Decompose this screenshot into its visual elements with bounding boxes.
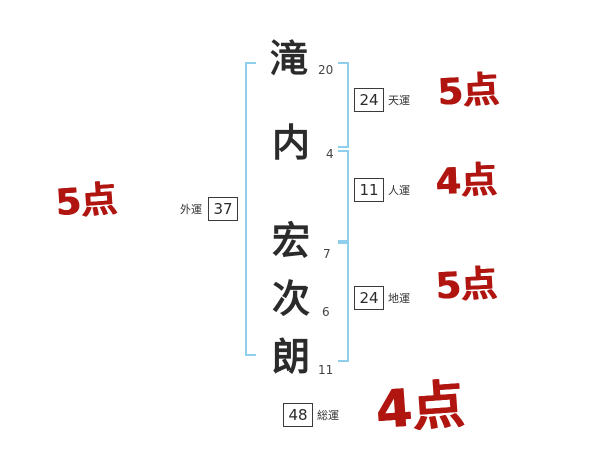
gaiun-score: 5点 xyxy=(54,178,119,225)
chiun-value: 24 xyxy=(354,286,384,310)
stroke-count-2: 4 xyxy=(326,147,334,161)
name-char-5: 朗 xyxy=(272,335,311,379)
chiun-bracket xyxy=(338,242,349,362)
gaiun-label: 外運 xyxy=(180,203,202,216)
jinun-label: 人運 xyxy=(388,184,410,197)
tenun-bracket xyxy=(338,62,349,148)
name-char-2: 内 xyxy=(272,121,311,165)
souun-label: 総運 xyxy=(317,409,339,422)
name-char-4: 次 xyxy=(272,277,311,321)
jinun-bracket xyxy=(338,150,349,242)
name-char-1: 滝 xyxy=(270,37,309,81)
souun-score: 4点 xyxy=(374,374,467,442)
stroke-count-1: 20 xyxy=(318,63,334,77)
tenun-label: 天運 xyxy=(388,94,410,107)
jinun-score: 4点 xyxy=(435,159,498,204)
name-char-3: 宏 xyxy=(272,219,311,263)
tenun-score: 5点 xyxy=(436,69,501,114)
tenun-value: 24 xyxy=(354,88,384,112)
gaiun-bracket xyxy=(245,62,256,356)
stroke-count-5: 11 xyxy=(318,363,334,377)
jinun-value: 11 xyxy=(354,178,384,202)
souun-value: 48 xyxy=(283,403,313,427)
chiun-score: 5点 xyxy=(434,263,499,308)
stroke-count-4: 6 xyxy=(322,305,330,319)
chiun-label: 地運 xyxy=(388,292,410,305)
gaiun-value: 37 xyxy=(208,197,238,221)
stroke-count-3: 7 xyxy=(323,247,331,261)
